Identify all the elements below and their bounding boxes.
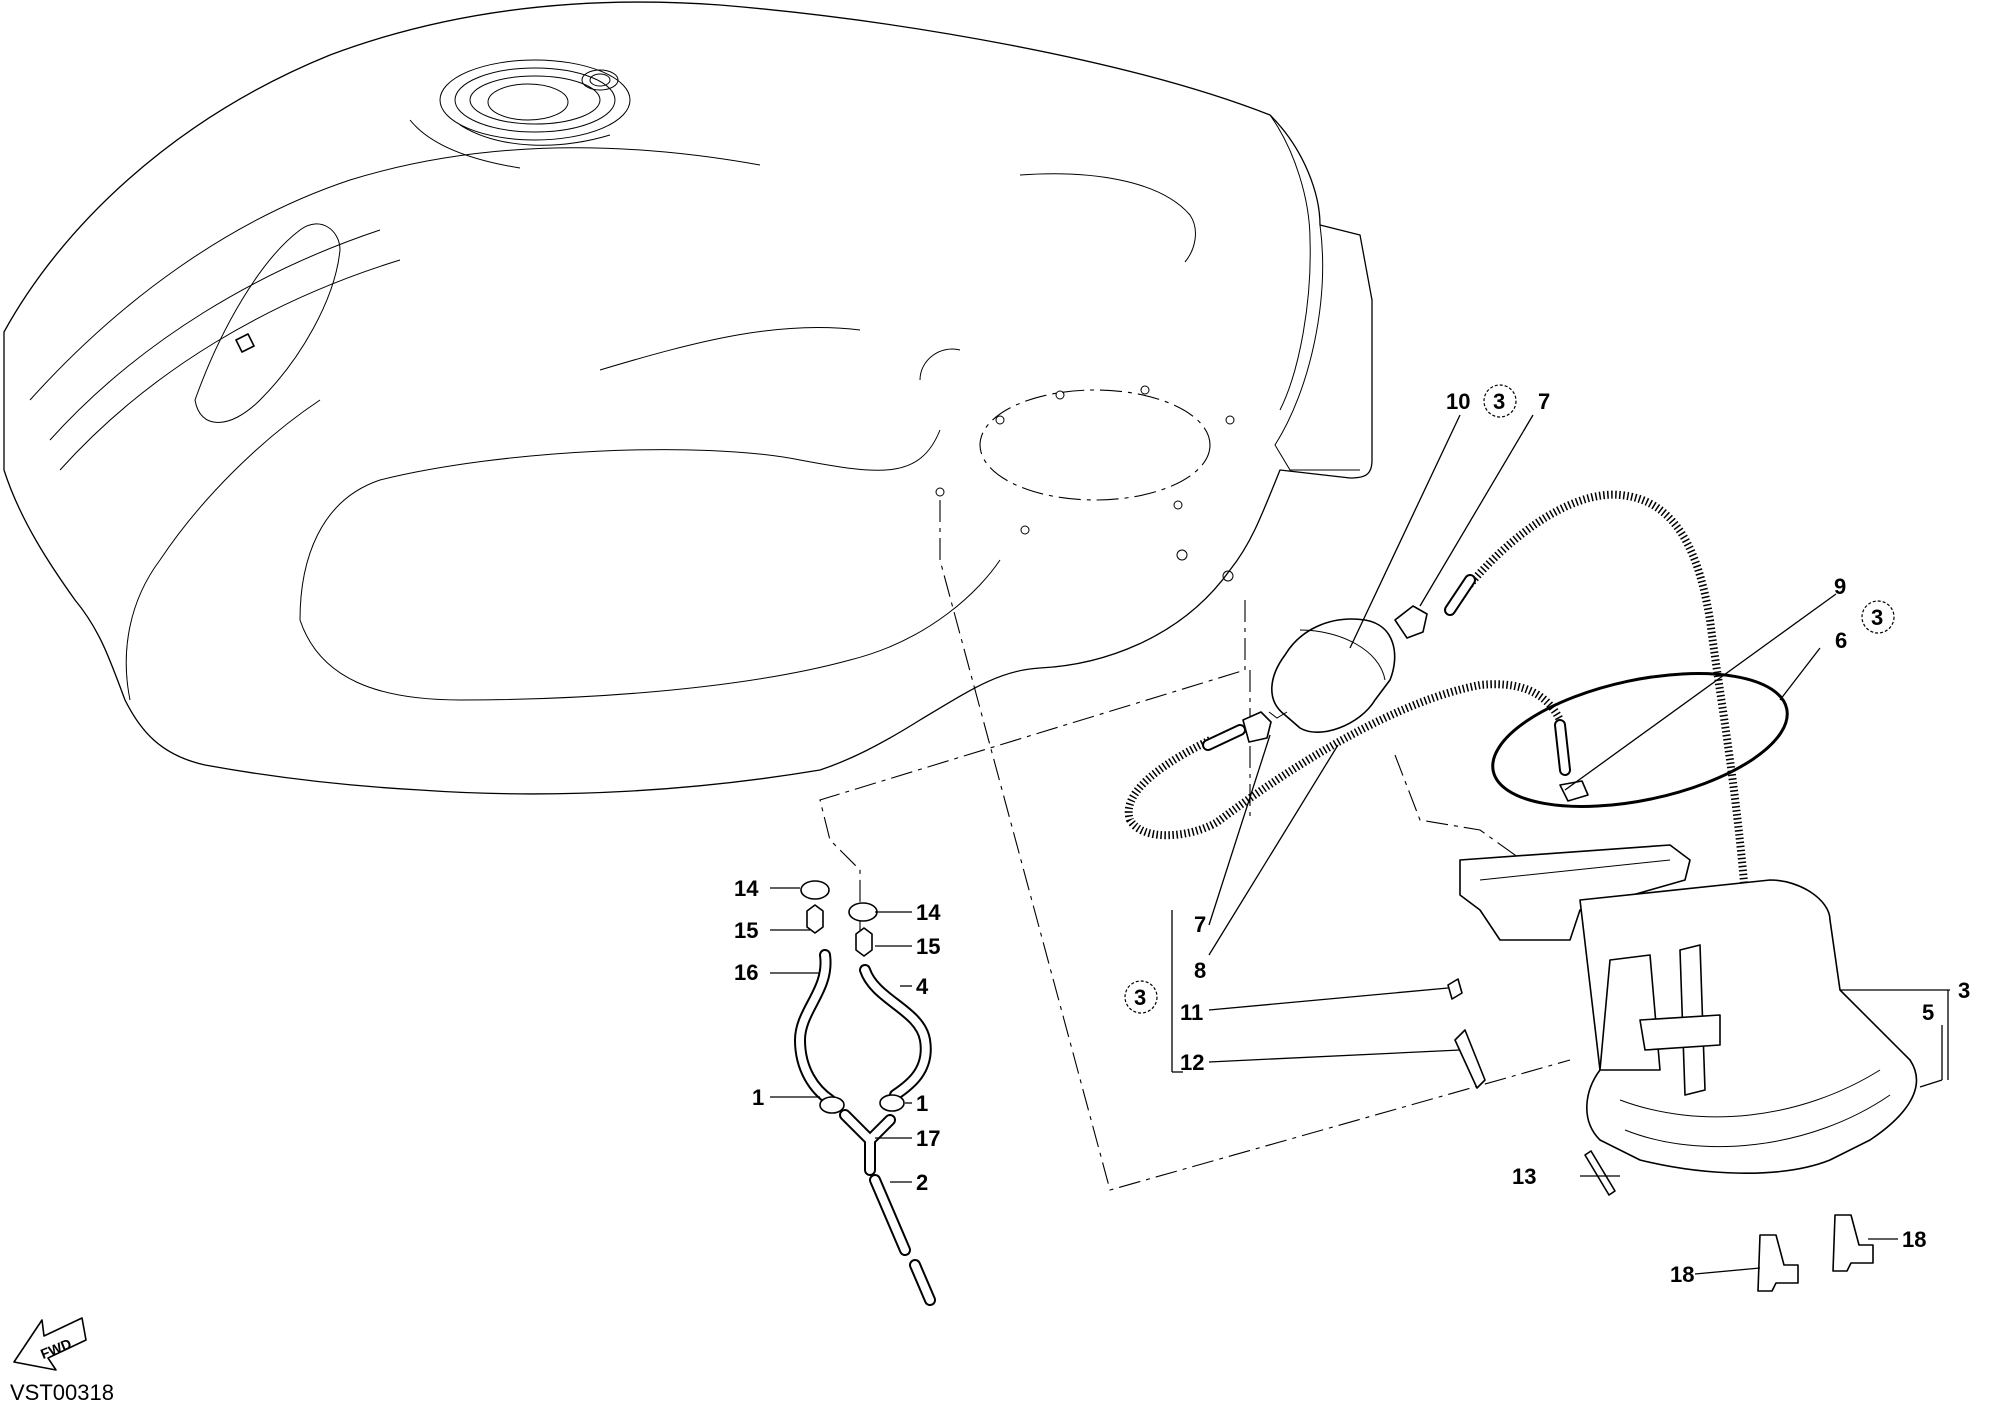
- clamp-1-left: [819, 1096, 845, 1114]
- callout-3-main: 3: [1958, 978, 1970, 1003]
- oring-6: [1491, 672, 1789, 808]
- fitting-18-right: [1832, 1214, 1874, 1272]
- callout-14-left: 14: [734, 876, 759, 901]
- callout-7-bottom: 7: [1194, 912, 1206, 937]
- callout-16: 16: [734, 960, 758, 985]
- callout-3-circle-right: [1861, 600, 1895, 634]
- callout-9: 9: [1834, 574, 1846, 599]
- callout-3-circle-right-label: 3: [1871, 605, 1883, 630]
- callout-3-circle-left-label: 3: [1134, 985, 1146, 1010]
- callout-8: 8: [1194, 958, 1206, 983]
- fitting-15-right: [855, 927, 873, 957]
- callout-5: 5: [1922, 1000, 1934, 1025]
- callout-17: 17: [916, 1126, 940, 1151]
- fuel-filter-group: [1124, 490, 1789, 961]
- callout-labels: 14 15 16 1 14 15 4 1 17 2 10 3 7 9 3 6 7…: [734, 384, 1970, 1287]
- hose-8: [1124, 680, 1564, 840]
- callout-13: 13: [1512, 1164, 1536, 1189]
- fwd-direction-arrow: FWD: [13, 1317, 87, 1371]
- callout-3-circle-left: [1124, 980, 1158, 1014]
- pump-bracket: [1459, 844, 1691, 941]
- callout-15-right: 15: [916, 934, 940, 959]
- fuel-tank: [3, 1, 1373, 795]
- clamp-7-top: [1394, 605, 1428, 639]
- callout-6: 6: [1835, 628, 1847, 653]
- callout-10: 10: [1446, 389, 1470, 414]
- clamp-7-bottom: [1242, 711, 1272, 743]
- callout-7-top: 7: [1538, 389, 1550, 414]
- callout-12: 12: [1180, 1050, 1204, 1075]
- screw-13: [1584, 1150, 1616, 1196]
- screw-11: [1447, 978, 1463, 1000]
- callout-3-circle-top-label: 3: [1493, 389, 1505, 414]
- figure-code: VST00318: [10, 1380, 114, 1405]
- fitting-15-left: [806, 904, 824, 934]
- pump-body: [1579, 879, 1918, 1174]
- callout-18-left: 18: [1670, 1262, 1694, 1287]
- fuel-pump-assembly: [1447, 844, 1918, 1292]
- callout-1-right: 1: [916, 1091, 928, 1116]
- delivery-hose-10: [1446, 490, 1754, 961]
- callout-11: 11: [1180, 1000, 1203, 1025]
- callout-14-right: 14: [916, 900, 941, 925]
- clamp-1-right: [879, 1094, 905, 1112]
- callout-4: 4: [916, 974, 929, 999]
- callout-2: 2: [916, 1170, 928, 1195]
- washer-14-left: [800, 880, 830, 900]
- callout-1-left: 1: [752, 1085, 764, 1110]
- callout-3-circle-top: [1483, 384, 1517, 418]
- callout-18-right: 18: [1902, 1227, 1926, 1252]
- breather-hose-group: [794, 880, 936, 1306]
- washer-14-right: [848, 902, 878, 922]
- fuel-filter: [1271, 618, 1396, 733]
- fitting-18-left: [1757, 1234, 1799, 1292]
- callout-15-left: 15: [734, 918, 758, 943]
- bracket-12: [1454, 1029, 1486, 1089]
- leader-lines: [770, 414, 1950, 1275]
